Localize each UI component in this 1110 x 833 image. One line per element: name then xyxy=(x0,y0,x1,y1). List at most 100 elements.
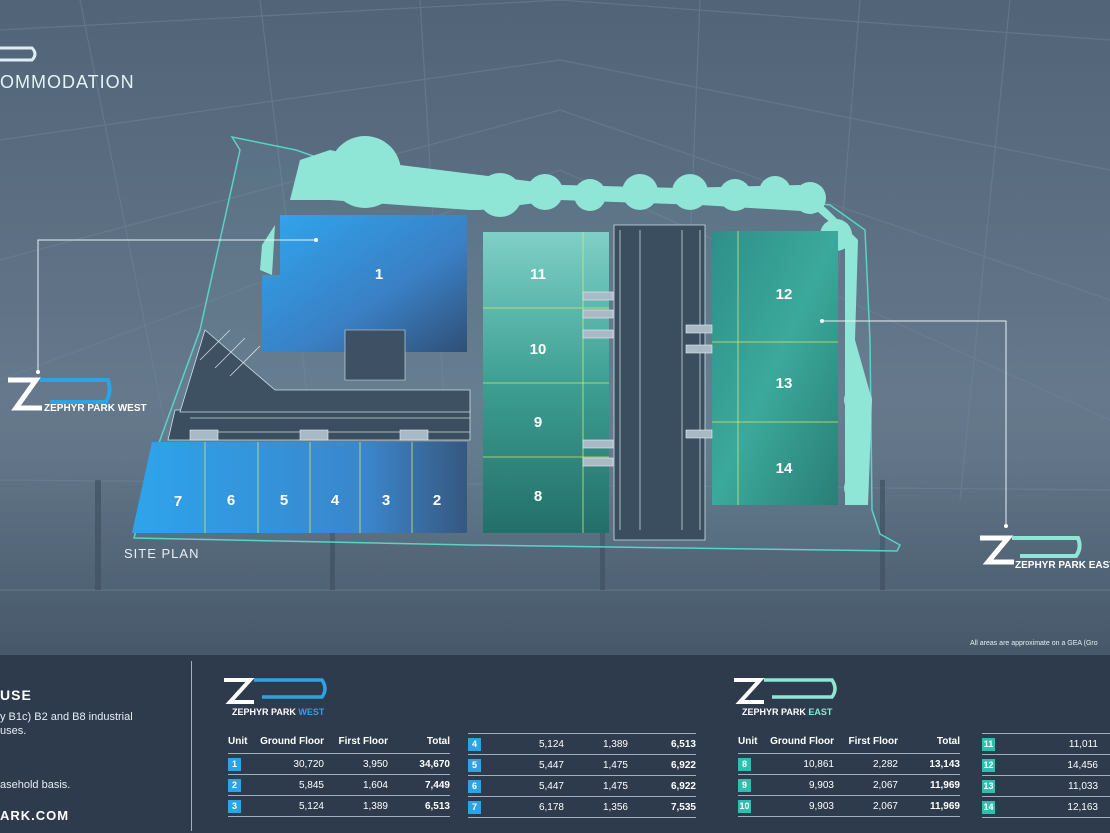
first-cell: 2,282 xyxy=(834,753,898,775)
unit-1-block[interactable] xyxy=(262,215,467,381)
zephyr-east-brand-icon xyxy=(734,678,837,704)
col-total: Total xyxy=(936,735,960,747)
brand-name: ZEPHYR PARK xyxy=(742,707,806,717)
unit-badge: 9 xyxy=(738,778,751,792)
table-row: 5 5,447 1,475 6,922 xyxy=(468,754,696,776)
unit-badge: 13 xyxy=(982,779,995,793)
ground-cell: 11,033 xyxy=(1008,775,1098,797)
zephyr-west-logo-icon xyxy=(8,377,112,411)
unit-label-13: 13 xyxy=(776,375,793,392)
ground-cell: 5,124 xyxy=(494,733,564,755)
table-row: 3 5,124 1,389 6,513 xyxy=(228,795,450,817)
unit-badge: 5 xyxy=(468,758,481,772)
unit-badge: 3 xyxy=(228,799,241,813)
ground-cell: 14,456 xyxy=(1008,754,1098,776)
table-row: 8 10,861 2,282 13,143 xyxy=(738,753,960,775)
unit-badge: 14 xyxy=(982,800,995,814)
total-cell: 6,513 xyxy=(628,733,696,755)
brand-suffix: EAST xyxy=(808,707,833,717)
first-cell: 2,067 xyxy=(834,795,898,817)
total-cell: 34,670 xyxy=(388,753,450,775)
ground-cell: 5,845 xyxy=(254,774,324,796)
table-row: 6 5,447 1,475 6,922 xyxy=(468,775,696,797)
east-table-a: Unit Ground Floor First Floor Total 8 10… xyxy=(738,733,960,817)
ground-cell: 12,163 xyxy=(1008,796,1098,818)
brand-suffix: WEST xyxy=(298,707,325,717)
zephyr-west-brand-icon xyxy=(224,678,327,704)
first-cell: 1,475 xyxy=(564,775,628,797)
unit-label-8: 8 xyxy=(534,488,542,505)
table-row: 1 30,720 3,950 34,670 xyxy=(228,753,450,775)
unit-label-3: 3 xyxy=(382,492,390,509)
first-cell: 1,475 xyxy=(564,754,628,776)
unit-label-9: 9 xyxy=(534,414,542,431)
unit-badge: 4 xyxy=(468,737,481,751)
col-unit: Unit xyxy=(228,735,248,747)
table-row: 10 9,903 2,067 11,969 xyxy=(738,795,960,817)
unit-badge: 6 xyxy=(468,779,481,793)
accommodation-panel: USE y B1c) B2 and B8 industrial uses. as… xyxy=(0,655,1110,833)
unit-badge: 2 xyxy=(228,778,241,792)
ground-cell: 10,861 xyxy=(764,753,834,775)
use-description: y B1c) B2 and B8 industrial uses. xyxy=(0,710,133,738)
total-cell: 13,143 xyxy=(898,753,960,775)
east-table-b: 11 11,011 12 14,456 13 11,033 14 12,163 xyxy=(982,733,1110,818)
first-cell: 1,389 xyxy=(324,795,388,817)
ground-cell: 30,720 xyxy=(254,753,324,775)
unit-label-6: 6 xyxy=(227,492,235,509)
zephyr-west-brand-name: ZEPHYR PARK WEST xyxy=(232,707,324,717)
first-cell: 1,604 xyxy=(324,774,388,796)
ground-cell: 11,011 xyxy=(1008,733,1098,755)
total-cell: 11,969 xyxy=(898,774,960,796)
leader-lines xyxy=(37,239,1007,526)
site-plan-map: 1 2 3 4 5 6 7 8 9 10 11 12 13 14 xyxy=(0,0,1110,591)
col-unit: Unit xyxy=(738,735,758,747)
unit-badge: 7 xyxy=(468,800,481,814)
panel-divider xyxy=(191,661,192,831)
accommodation-logo-icon xyxy=(0,46,37,62)
unit-label-12: 12 xyxy=(776,286,793,303)
ground-cell: 6,178 xyxy=(494,796,564,818)
ground-cell: 5,124 xyxy=(254,795,324,817)
unit-label-7: 7 xyxy=(174,493,182,510)
east-units xyxy=(712,231,838,505)
website-link[interactable]: ARK.COM xyxy=(0,808,70,823)
zephyr-west-label: ZEPHYR PARK WEST xyxy=(44,403,147,414)
unit-badge: 12 xyxy=(982,758,995,772)
west-row-units xyxy=(132,442,467,533)
table-row: 2 5,845 1,604 7,449 xyxy=(228,774,450,796)
col-ground: Ground Floor xyxy=(770,735,834,747)
ground-cell: 5,447 xyxy=(494,775,564,797)
col-first: First Floor xyxy=(848,735,898,747)
unit-label-5: 5 xyxy=(280,492,288,509)
use-description-line: y B1c) B2 and B8 industrial xyxy=(0,711,133,723)
unit-label-4: 4 xyxy=(331,492,340,509)
unit-label-11: 11 xyxy=(530,266,546,283)
zephyr-east-brand-name: ZEPHYR PARK EAST xyxy=(742,707,832,717)
unit-label-1: 1 xyxy=(375,266,383,283)
table-row: 12 14,456 xyxy=(982,754,1110,776)
zephyr-east-logo-icon xyxy=(980,535,1082,565)
ground-cell: 9,903 xyxy=(764,795,834,817)
table-row: 13 11,033 xyxy=(982,775,1110,797)
table-row: 9 9,903 2,067 11,969 xyxy=(738,774,960,796)
west-table-a: Unit Ground Floor First Floor Total 1 30… xyxy=(228,733,450,817)
ground-cell: 9,903 xyxy=(764,774,834,796)
site-plan-hero: 1 2 3 4 5 6 7 8 9 10 11 12 13 14 OMMODAT… xyxy=(0,0,1110,655)
use-heading: USE xyxy=(0,687,32,703)
unit-label-14: 14 xyxy=(776,460,793,477)
first-cell: 3,950 xyxy=(324,753,388,775)
unit-badge: 1 xyxy=(228,757,241,771)
mid-units xyxy=(483,232,609,533)
total-cell: 6,922 xyxy=(628,775,696,797)
table-row: 4 5,124 1,389 6,513 xyxy=(468,733,696,755)
first-cell: 2,067 xyxy=(834,774,898,796)
loading-docks xyxy=(189,291,713,467)
table-row: 11 11,011 xyxy=(982,733,1110,755)
area-note: All areas are approximate on a GEA (Gro xyxy=(970,640,1098,647)
first-cell: 1,356 xyxy=(564,796,628,818)
total-cell: 11,969 xyxy=(898,795,960,817)
use-description-line: uses. xyxy=(0,725,27,737)
col-total: Total xyxy=(426,735,450,747)
lease-text: asehold basis. xyxy=(0,779,71,791)
